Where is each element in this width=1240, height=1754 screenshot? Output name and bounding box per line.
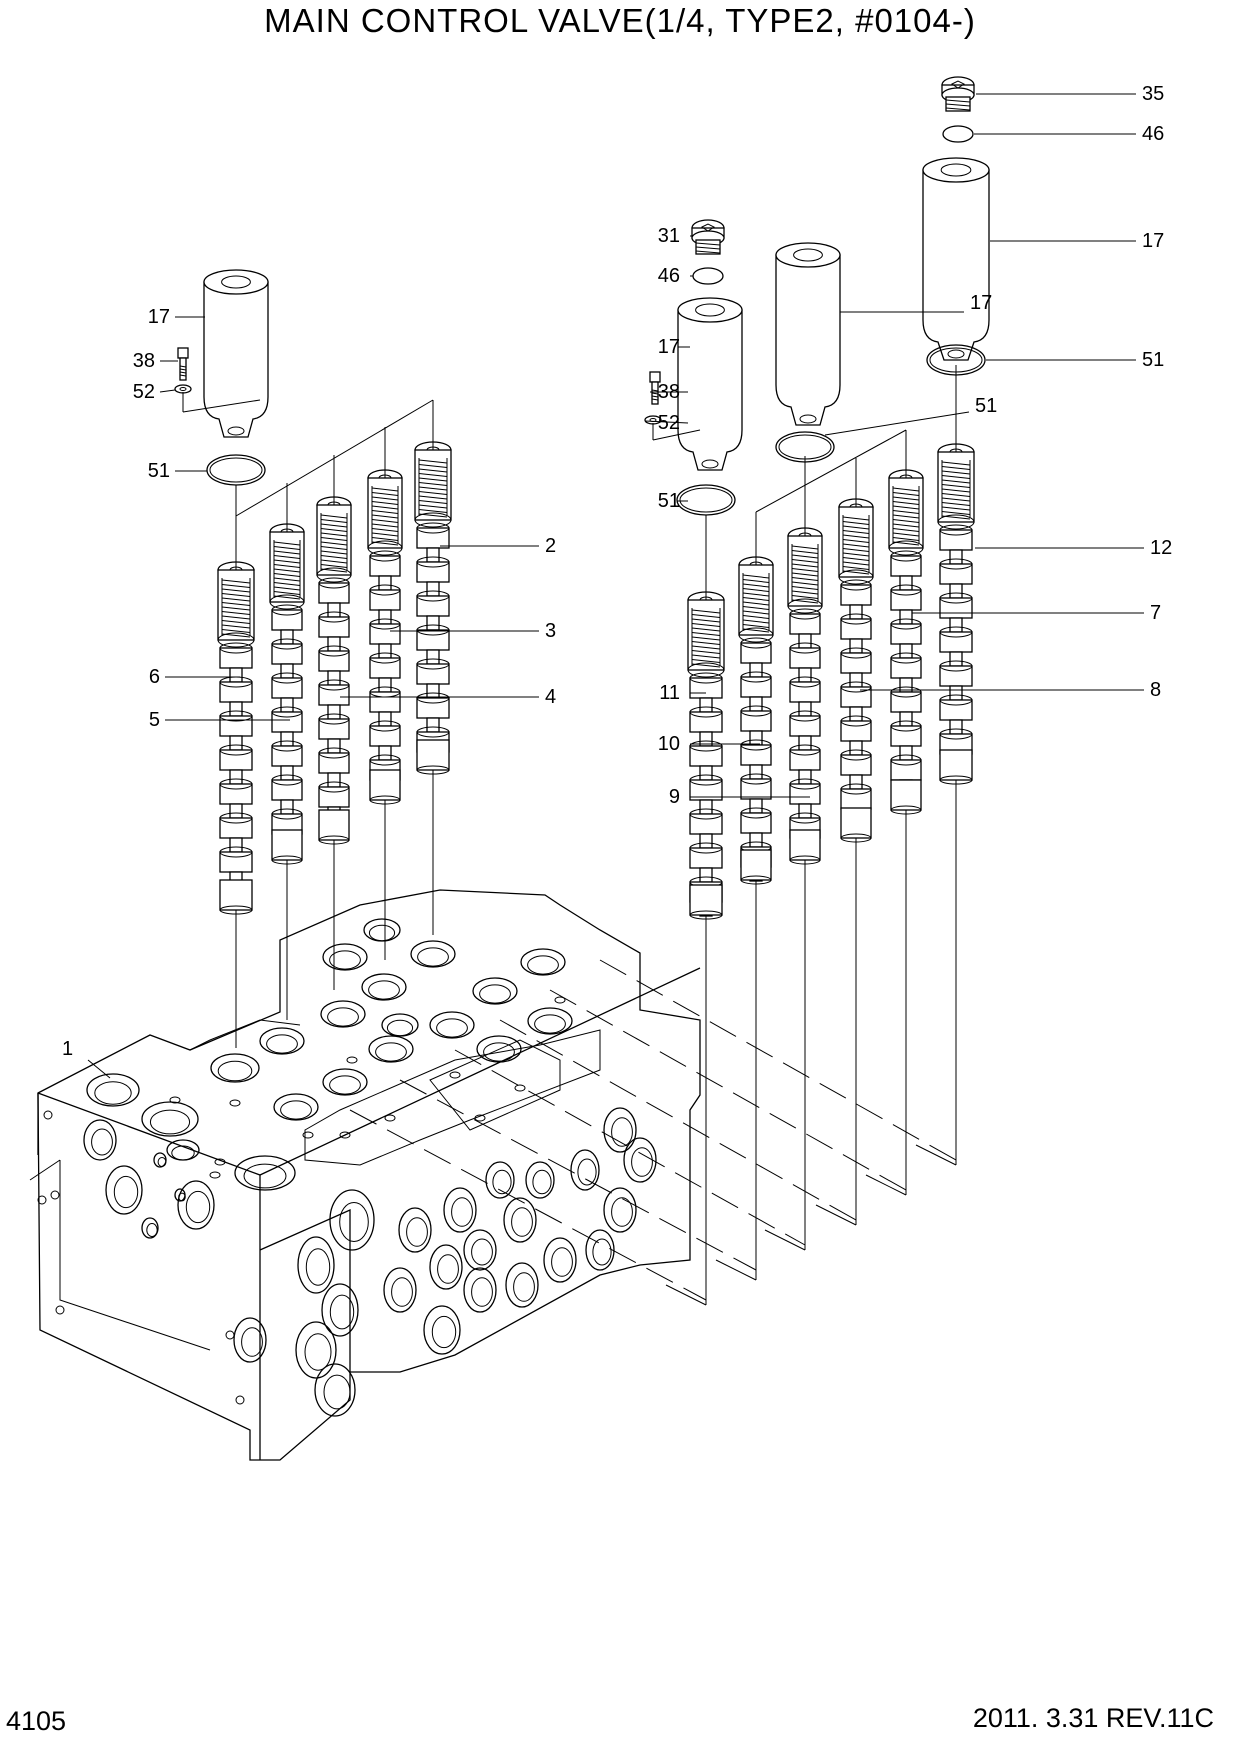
cap-17-mid-right: [775, 242, 841, 426]
bolt-38-left: [177, 347, 189, 381]
washers-52: [174, 384, 701, 441]
callout-label: 10: [658, 733, 680, 755]
callout-label: 17: [970, 292, 992, 314]
spool-11: [687, 591, 725, 920]
valve-illustration: [29, 76, 990, 1461]
callout-layer: 1234567891011121717171731353838464651515…: [62, 83, 1172, 1079]
callout-46: 46: [658, 265, 693, 287]
spool-5: [269, 523, 305, 865]
spool-7: [888, 469, 924, 815]
callout-label: 51: [975, 395, 997, 417]
callout-label: 38: [658, 381, 680, 403]
callout-5: 5: [149, 709, 290, 731]
callout-leader: [824, 411, 970, 436]
callout-1: 1: [62, 1038, 111, 1079]
spool-2: [414, 441, 452, 775]
callout-7: 7: [912, 602, 1161, 624]
callout-label: 52: [133, 381, 155, 403]
callout-label: 46: [1142, 123, 1164, 145]
callout-label: 6: [149, 666, 160, 688]
callout-leader: [87, 1059, 111, 1079]
o-rings: [206, 125, 986, 516]
spool-12: [937, 443, 975, 785]
callout-label: 4: [545, 686, 556, 708]
callout-leader: [644, 420, 689, 424]
callout-46: 46: [974, 123, 1164, 145]
callout-label: 51: [1142, 349, 1164, 371]
spool-9: [787, 527, 823, 865]
page-title: MAIN CONTROL VALVE(1/4, TYPE2, #0104-): [264, 2, 976, 39]
callout-17: 17: [840, 292, 992, 314]
callout-label: 51: [658, 490, 680, 512]
callout-51: 51: [986, 349, 1164, 371]
spool-3: [367, 469, 403, 805]
callout-51: 51: [824, 395, 997, 436]
callout-35: 35: [976, 83, 1164, 105]
callout-label: 51: [148, 460, 170, 482]
callout-label: 17: [148, 306, 170, 328]
callout-label: 52: [658, 412, 680, 434]
callout-label: 3: [545, 620, 556, 642]
callout-17: 17: [148, 306, 205, 328]
callout-label: 5: [149, 709, 160, 731]
plug-35: [941, 76, 975, 112]
callout-label: 46: [658, 265, 680, 287]
page-number: 4105: [6, 1706, 67, 1736]
cap-17-mid-left: [677, 297, 743, 471]
bolt-38-right: [649, 371, 661, 405]
callout-51: 51: [148, 460, 207, 482]
callout-label: 8: [1150, 679, 1161, 701]
callout-10: 10: [658, 733, 760, 755]
callout-38: 38: [133, 350, 178, 372]
callout-9: 9: [669, 786, 810, 808]
callout-label: 2: [545, 535, 556, 557]
callout-label: 1: [62, 1038, 73, 1060]
callout-3: 3: [390, 620, 556, 642]
callout-51: 51: [658, 490, 688, 512]
callout-4: 4: [340, 686, 556, 708]
callout-label: 17: [658, 336, 680, 358]
date-revision: 2011. 3.31 REV.11C: [972, 1703, 1214, 1733]
cap-17-right: [922, 157, 990, 361]
callout-31: 31: [658, 225, 692, 247]
callout-12: 12: [975, 537, 1172, 559]
callout-label: 9: [669, 786, 680, 808]
callout-52: 52: [644, 412, 689, 434]
callout-6: 6: [149, 666, 240, 688]
callout-label: 11: [659, 682, 680, 704]
callout-label: 12: [1150, 537, 1172, 559]
callout-label: 35: [1142, 83, 1164, 105]
spool-4: [316, 496, 352, 845]
spool-6: [217, 561, 255, 915]
assembly-guide-lines: [235, 365, 957, 1306]
callout-11: 11: [659, 682, 706, 704]
callout-label: 7: [1150, 602, 1161, 624]
callout-label: 31: [658, 225, 680, 247]
callout-label: 17: [1142, 230, 1164, 252]
plug-31: [691, 219, 725, 255]
callout-8: 8: [860, 679, 1161, 701]
callout-leader: [159, 389, 176, 393]
spool-8: [838, 498, 874, 843]
cap-17-left: [203, 269, 269, 438]
spool-10: [738, 556, 774, 885]
callout-17: 17: [990, 230, 1164, 252]
callout-38: 38: [650, 381, 688, 403]
callout-2: 2: [440, 535, 556, 557]
valve-body: [29, 889, 701, 1461]
callout-label: 38: [133, 350, 155, 372]
callout-17: 17: [658, 336, 690, 358]
callout-52: 52: [133, 381, 176, 403]
